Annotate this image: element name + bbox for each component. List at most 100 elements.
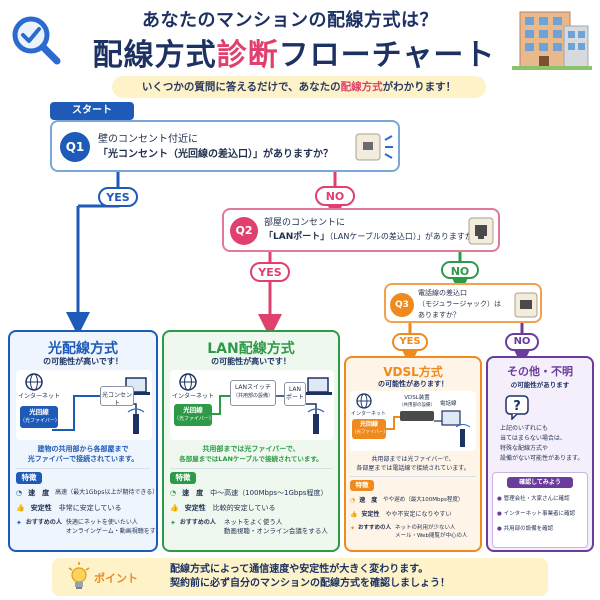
- other-check-box: 確認してみよう ● 管理会社・大家さんに確認 ● インターネット事業者に確認 ●…: [492, 472, 588, 548]
- point-label: ポイント: [94, 572, 138, 585]
- lan-globe-icon: [179, 373, 332, 434]
- question-2-line2: （LANケーブルの差込口）」がありますか？: [329, 232, 481, 241]
- other-desc-line1: 上記のいずれにも: [500, 425, 549, 432]
- magnifier-icon: [10, 14, 62, 66]
- phone-jack-icon: [514, 292, 538, 318]
- question-2-number: Q2: [230, 217, 258, 245]
- q3-no-label: NO: [505, 333, 539, 351]
- other-check-item-3: ● 共用部の設備を確認: [497, 526, 554, 532]
- fiber-speed-row: ◔ 速 度 高速（最大1Gbps以上が期待できる）: [16, 489, 158, 497]
- question-1-line1: 壁のコンセント付近に: [98, 134, 198, 145]
- lan-card-subtitle: の可能性が高いです！: [211, 357, 291, 366]
- thumbs-up-icon: 👍: [16, 504, 25, 512]
- fiber-line-box: 光回線 （光ファイバー）: [20, 406, 60, 428]
- fiber-card-title: 光配線方式: [48, 341, 118, 357]
- vdsl-recommend-row: ✦ おすすめの人 ネットの利用が少ない人 メール・Web閲覧が中心の人: [350, 525, 468, 539]
- lan-desc-line1: 共用部までは光ファイバーで、: [202, 445, 300, 453]
- other-check-item-2: ● インターネット事業者に確認: [497, 511, 576, 517]
- lan-switch-device: LANスイッチ （共用部の設備）: [230, 380, 276, 406]
- result-card-vdsl: VDSL方式 の可能性があります！ インターネット VDSL装置 （共用部の設備…: [344, 356, 482, 552]
- other-card-subtitle: の可能性があります: [510, 381, 570, 389]
- question-3-line1: 電話線の差込口: [418, 289, 467, 297]
- vdsl-features-tag: 特徴: [350, 480, 374, 491]
- question-1-box: Q1 壁のコンセント付近に 「光コンセント（光回線の差込口）」がありますか？: [50, 120, 400, 172]
- result-card-fiber: 光配線方式 の可能性が高いです！ インターネット 光コンセント 光回線 （光ファ…: [8, 330, 158, 552]
- vdsl-internet-label: インターネット: [351, 411, 387, 417]
- vdsl-line-box: 光回線 （光ファイバー）: [352, 419, 388, 439]
- fiber-features-tag: 特徴: [16, 472, 42, 484]
- other-check-item-1: ● 管理会社・大家さんに確認: [497, 496, 570, 502]
- lan-desc-line2: 各部屋まではLANケーブルで接続されています。: [179, 455, 323, 463]
- lan-port-device: LAN ポート: [284, 382, 306, 406]
- lightbulb-icon: [68, 562, 90, 592]
- sparkle-icon: ✦: [16, 519, 22, 527]
- svg-text:?: ?: [513, 399, 521, 414]
- fiber-outlet-icon: [354, 132, 393, 162]
- question-1-number: Q1: [60, 132, 90, 162]
- question-3-line3: ありますか？: [418, 311, 460, 319]
- fiber-desc-line1: 建物の共用部から各部屋まで: [37, 445, 129, 453]
- lan-recommend-row: ✦ おすすめの人 ネットをよく使う人 動画視聴・オンライン会議をする人: [170, 518, 328, 535]
- fiber-diagram: インターネット 光コンセント 光回線 （光ファイバー）: [16, 370, 152, 440]
- question-2-box: Q2 部屋のコンセントに 「LANポート」（LANケーブルの差込口）」があります…: [222, 208, 500, 252]
- question-2-line1: 部屋のコンセントに: [264, 218, 346, 228]
- check-icon: ●: [497, 526, 502, 532]
- vdsl-phone-label: 電話線: [440, 401, 457, 407]
- point-footer: ポイント 配線方式によって通信速度や安定性が大きく変わります。 契約前に必ず自分…: [52, 558, 548, 596]
- speed-icon: ◔: [170, 489, 177, 497]
- lan-line-box: 光回線 （光ファイバー）: [174, 404, 214, 426]
- point-line2: 契約前に必ず自分のマンションの配線方式を確認しましょう！: [170, 578, 450, 589]
- thumbs-up-icon: 👍: [350, 511, 358, 518]
- vdsl-diagram: インターネット VDSL装置 （共用部の設備） 電話線 光回線 （光ファイバー）: [350, 391, 476, 451]
- question-2-lan-port: 「LANポート」: [264, 232, 330, 242]
- vdsl-stability-row: 👍 安定性 やや不安定になりやすい: [350, 511, 452, 518]
- result-card-other: その他・不明 の可能性があります ? 上記のいずれにも 当てはまらない場合は、 …: [486, 356, 594, 552]
- start-badge: スタート: [50, 102, 134, 120]
- vdsl-speed-row: ◔ 速 度 やや遅め（最大100Mbps程度）: [350, 497, 464, 504]
- intro-banner: いくつかの質問に答えるだけで、あなたの配線方式がわかります！: [112, 76, 486, 98]
- building-icon: [512, 8, 592, 71]
- lan-card-title: LAN配線方式: [207, 341, 295, 357]
- check-icon: ●: [497, 496, 502, 502]
- fiber-outlet-device: 光コンセント: [100, 386, 134, 407]
- q1-yes-label: YES: [98, 187, 138, 207]
- speed-icon: ◔: [350, 497, 356, 504]
- lan-stability-row: 👍 安定性 比較的安定している: [170, 504, 276, 512]
- fiber-globe-icon: [25, 373, 150, 434]
- q3-yes-label: YES: [392, 333, 428, 351]
- other-desc-line4: 設備がない可能性があります。: [500, 455, 584, 462]
- lan-port-icon: [468, 217, 494, 245]
- vdsl-desc-line1: 共用部までは光ファイバーで、: [371, 456, 455, 463]
- q2-no-label: NO: [441, 261, 479, 279]
- lan-features-tag: 特徴: [170, 472, 196, 484]
- speed-icon: ◔: [16, 489, 23, 497]
- q2-yes-label: YES: [250, 262, 290, 282]
- question-3-number: Q3: [390, 293, 414, 317]
- question-3-line2: （モジュラージャック）は: [418, 300, 502, 308]
- other-card-title: その他・不明: [507, 365, 573, 378]
- question-3-box: Q3 電話線の差込口 （モジュラージャック）は ありますか？: [384, 283, 542, 323]
- fiber-recommend-row: ✦ おすすめの人 快適にネットを使いたい人 オンラインゲーム・動画視聴をする人: [16, 519, 158, 535]
- fiber-card-subtitle: の可能性が高いです！: [43, 357, 123, 366]
- check-icon: ●: [497, 511, 502, 517]
- other-check-tag: 確認してみよう: [507, 477, 573, 488]
- sparkle-icon: ✦: [350, 525, 356, 532]
- vdsl-card-title: VDSL方式: [383, 365, 443, 379]
- other-desc-line3: 特殊な配線方式や: [500, 445, 549, 452]
- q1-no-label: NO: [315, 186, 355, 206]
- question-1-line2: 「光コンセント（光回線の差込口）」がありますか？: [98, 149, 333, 160]
- result-card-lan: LAN配線方式 の可能性が高いです！ インターネット LANスイッチ （共用部の…: [162, 330, 340, 552]
- vdsl-card-subtitle: の可能性があります！: [378, 380, 448, 388]
- lan-diagram: インターネット LANスイッチ （共用部の設備） LAN ポート 光回線 （光フ…: [170, 370, 334, 440]
- fiber-desc-line2: 光ファイバーで接続されています。: [27, 455, 139, 463]
- thumbs-up-icon: 👍: [170, 504, 179, 512]
- question-bubble-icon: ?: [504, 394, 530, 421]
- lan-speed-row: ◔ 速 度 中〜高速（100Mbps〜1Gbps程度）: [170, 489, 328, 497]
- lan-internet-label: インターネット: [172, 393, 215, 400]
- vdsl-device: VDSL装置 （共用部の設備）: [398, 395, 436, 421]
- sparkle-icon: ✦: [170, 519, 176, 527]
- fiber-internet-label: インターネット: [18, 393, 61, 400]
- header-subtitle: あなたのマンションの配線方式は？: [142, 10, 438, 31]
- other-desc-line2: 当てはまらない場合は、: [500, 435, 566, 442]
- fiber-stability-row: 👍 安定性 非常に安定している: [16, 504, 122, 512]
